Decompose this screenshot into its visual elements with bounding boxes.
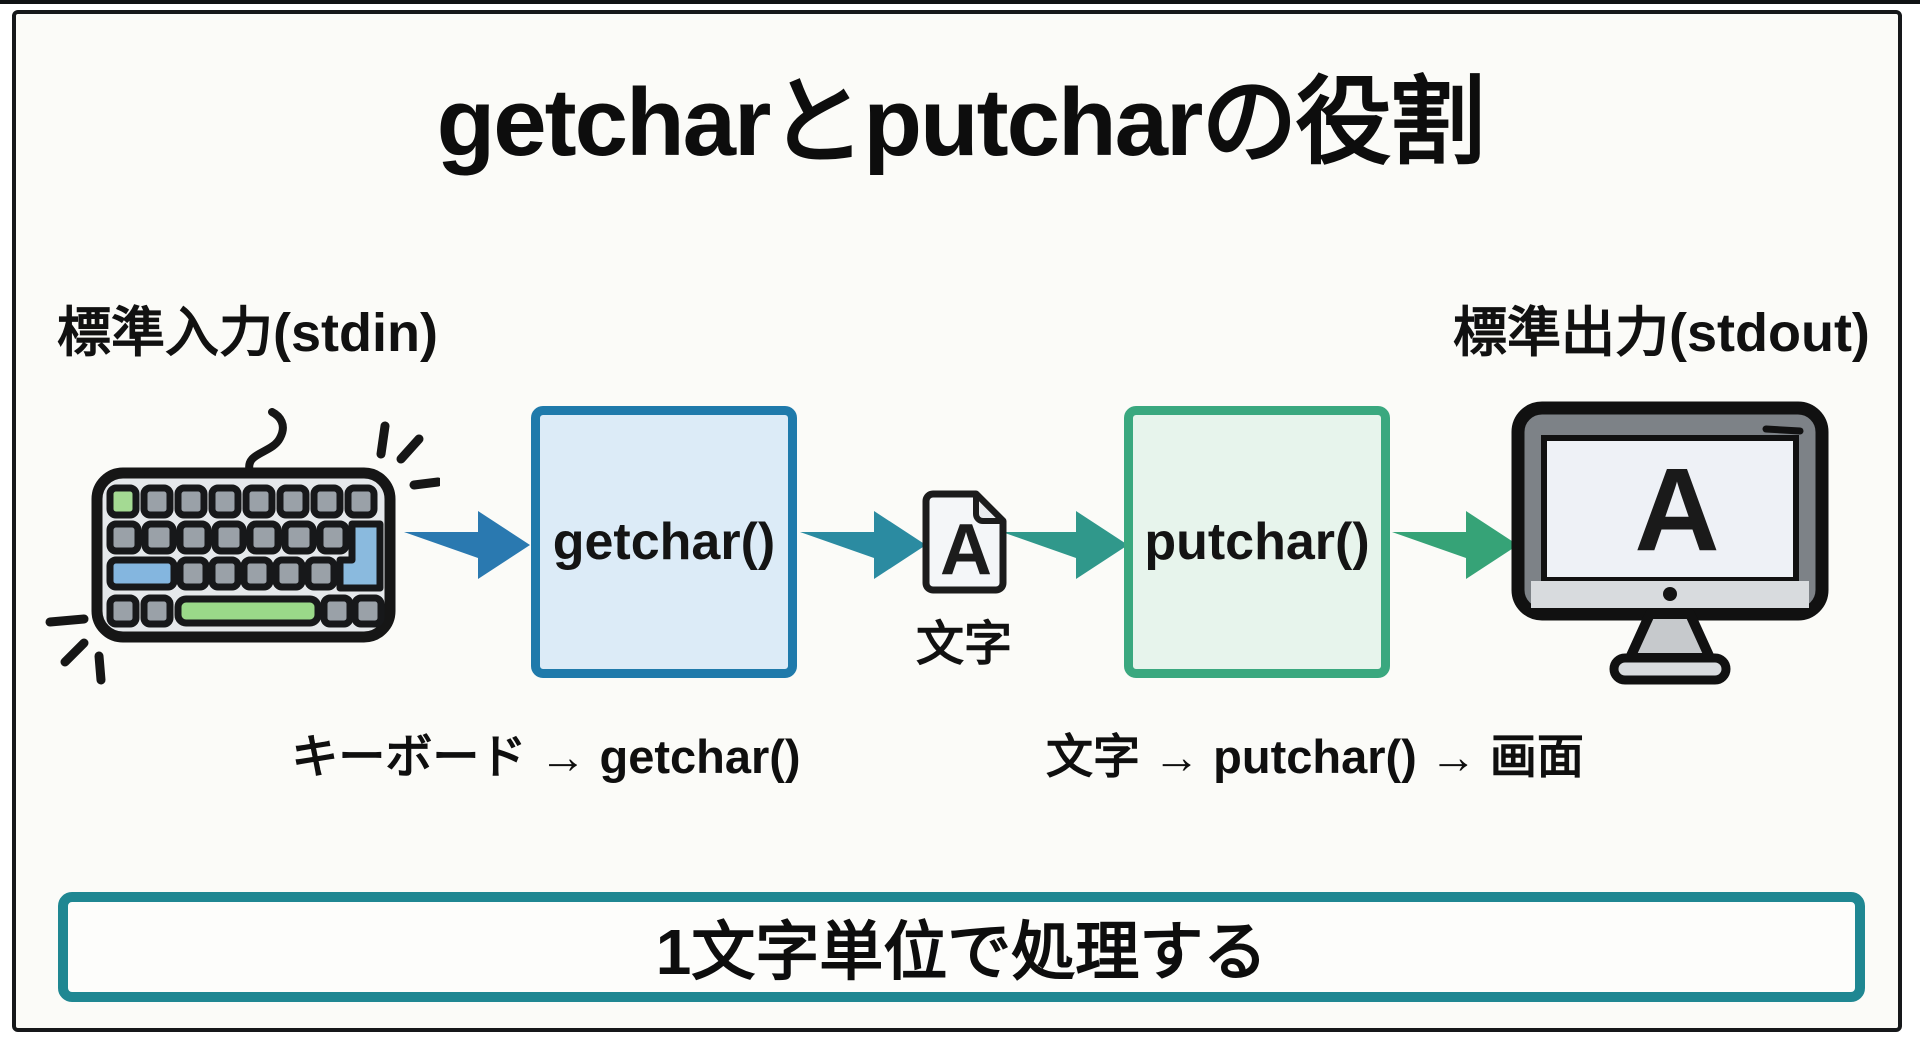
footer-note-text: 1文字単位で処理する <box>655 916 1268 988</box>
getchar-box: getchar() <box>531 406 797 678</box>
top-edge-line <box>0 0 1920 4</box>
keyboard-body-dot <box>135 468 145 478</box>
putchar-label: putchar() <box>1144 513 1370 571</box>
stdin-label: 標準入力(stdin) <box>57 303 438 363</box>
monitor-stand <box>1625 609 1715 663</box>
monitor-frame-mark <box>1762 425 1804 435</box>
document-letter: A <box>940 510 992 590</box>
monitor-chin-dot <box>1663 587 1677 601</box>
arrow-right-icon <box>1392 511 1518 579</box>
keyboard-keys <box>106 484 385 628</box>
footer-note-box: 1文字単位で処理する <box>58 892 1865 1002</box>
output-flow-caption: 文字 → putchar() → 画面 <box>1046 730 1584 783</box>
arrow-right-icon <box>1002 511 1128 579</box>
arrow-right-icon <box>800 511 926 579</box>
monitor-icon: A <box>1511 401 1829 685</box>
putchar-box: putchar() <box>1124 406 1390 678</box>
keyboard-spacebar <box>174 595 322 627</box>
page-title: getcharとputcharの役割 <box>436 69 1486 176</box>
keyboard-motion-dashes <box>45 421 440 685</box>
monitor-base <box>1609 653 1731 685</box>
keyboard-icon <box>45 408 440 685</box>
monitor-screen <box>1541 435 1799 583</box>
input-flow-caption: キーボード → getchar() <box>291 730 801 783</box>
character-label: 文字 <box>915 618 1012 671</box>
arrow-right-icon <box>404 511 530 579</box>
document-fold <box>973 491 1006 524</box>
keyboard-cable <box>245 408 287 476</box>
getchar-label: getchar() <box>552 513 776 571</box>
document-icon: A <box>922 490 1007 594</box>
stdout-label: 標準出力(stdout) <box>1453 303 1870 363</box>
monitor-screen-letter: A <box>1634 444 1719 576</box>
keyboard-enter-key <box>336 520 384 592</box>
